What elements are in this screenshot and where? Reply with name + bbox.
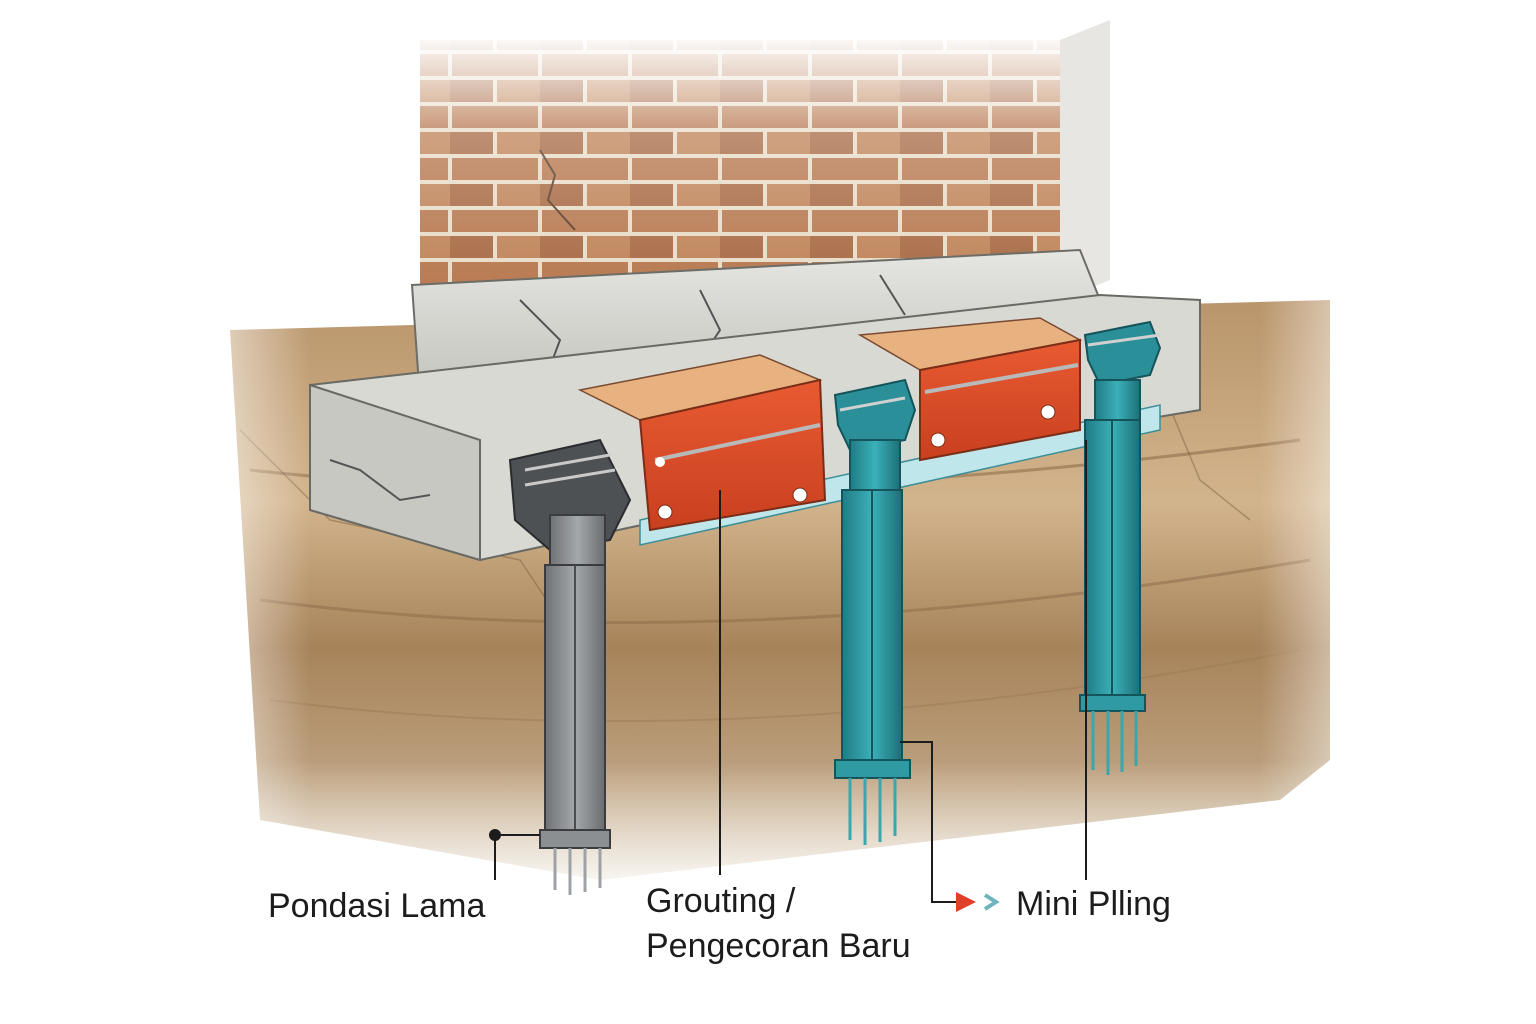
label-mini-piling: Mini Plling: [1016, 885, 1171, 923]
chevron-right-icon: [983, 893, 1000, 911]
brick-wall: [420, 20, 1110, 300]
leader-mini-piling: [900, 440, 1087, 912]
mini-pile-center: [833, 378, 917, 845]
mini-pile-right: [1079, 320, 1162, 775]
label-grouting-line1: Grouting /: [646, 882, 796, 920]
old-pile: [508, 438, 632, 895]
label-grouting-line2: Pengecoran Baru: [646, 927, 911, 965]
grout-block-right: [857, 317, 1083, 462]
leader-old-foundation: [489, 829, 540, 880]
grout-block-left: [577, 354, 827, 532]
label-old-foundation: Pondasi Lama: [268, 887, 486, 925]
